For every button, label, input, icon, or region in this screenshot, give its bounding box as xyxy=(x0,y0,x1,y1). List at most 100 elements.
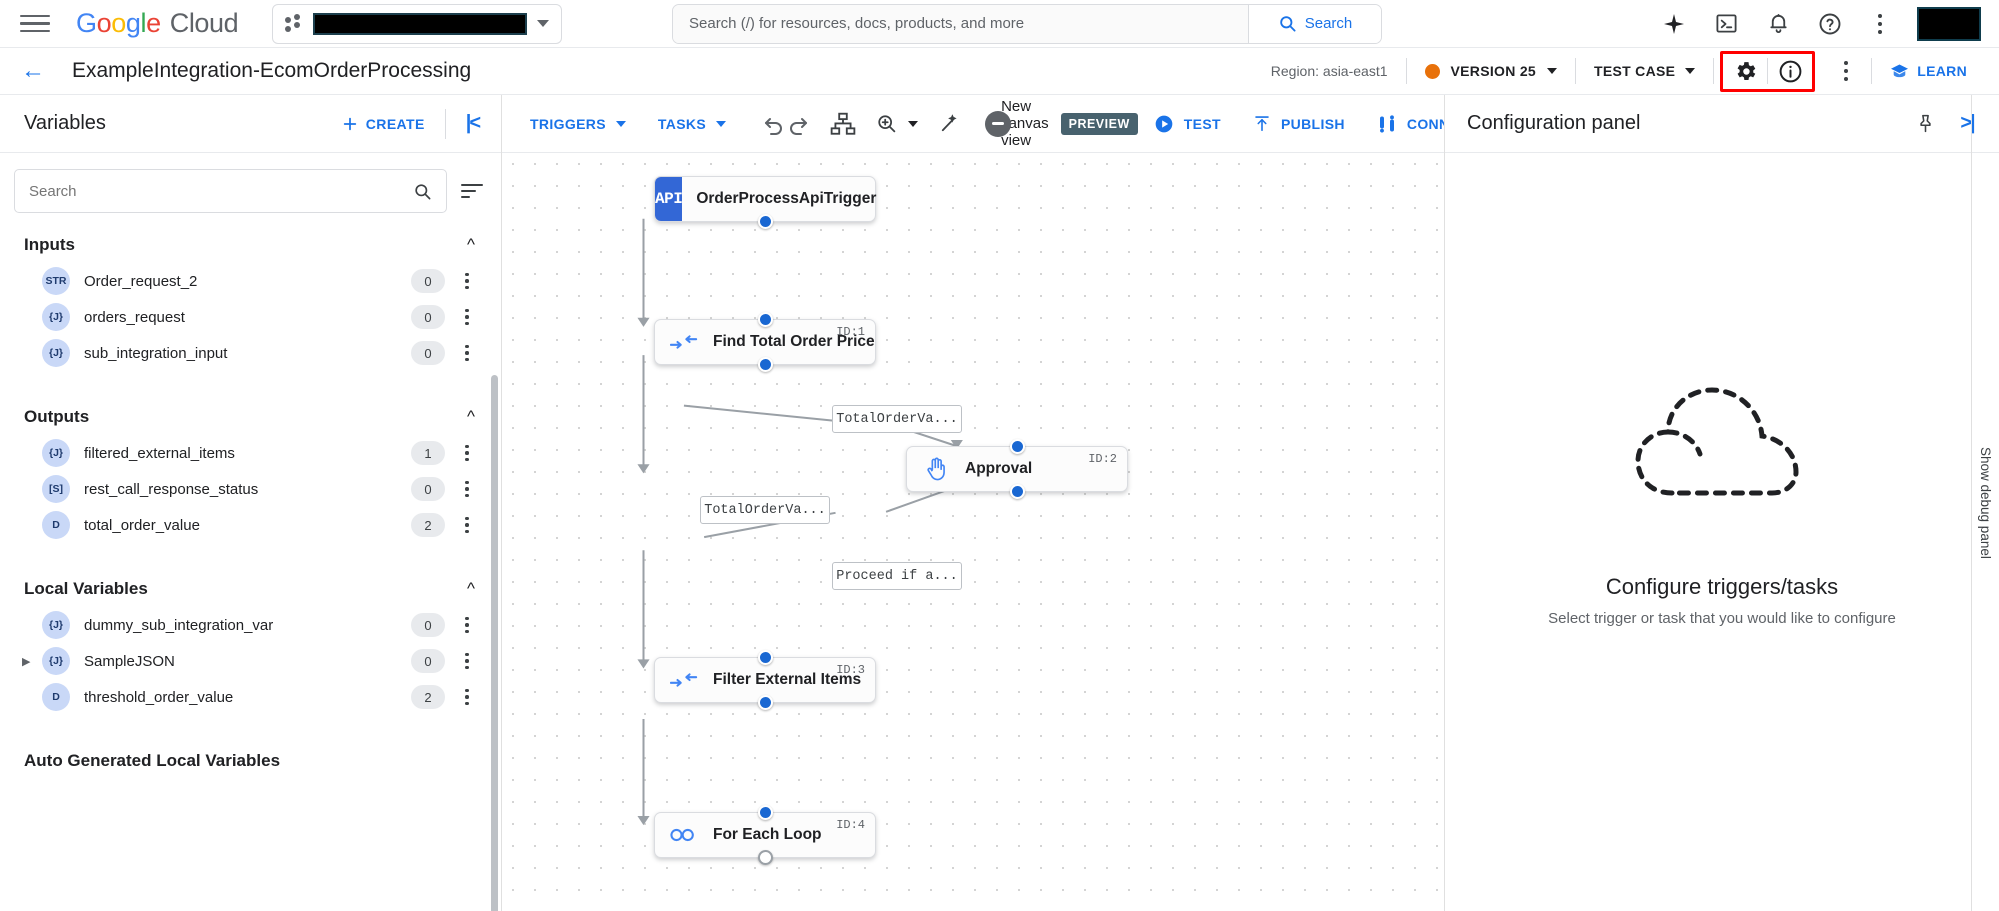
variable-count-badge: 0 xyxy=(411,269,445,293)
test-button[interactable]: TEST xyxy=(1138,114,1237,134)
cloud-shell-icon[interactable] xyxy=(1713,11,1739,37)
show-debug-panel-label[interactable]: Show debug panel xyxy=(1978,447,1993,559)
variable-more-options-kebab-icon[interactable] xyxy=(457,684,477,710)
triggers-menu-button[interactable]: TRIGGERS xyxy=(514,116,642,132)
show-debug-panel-rail[interactable]: Show debug panel xyxy=(1971,95,1999,911)
list-item[interactable]: D total_order_value 2 xyxy=(0,507,501,543)
node-label: OrderProcessApiTrigger xyxy=(696,190,877,207)
info-circle-icon[interactable] xyxy=(1768,54,1812,89)
spacer xyxy=(0,371,501,397)
variable-more-options-kebab-icon[interactable] xyxy=(457,476,477,502)
sort-filter-icon[interactable] xyxy=(461,178,487,204)
more-options-kebab-icon[interactable] xyxy=(1869,11,1891,37)
node-approval[interactable]: ID:2 Approval xyxy=(906,439,1128,499)
learn-button[interactable]: LEARN xyxy=(1872,63,1983,80)
variable-name: orders_request xyxy=(84,308,185,326)
empty-state-subtitle: Select trigger or task that you would li… xyxy=(1548,609,1896,627)
node-input-port[interactable] xyxy=(758,650,773,665)
variable-more-options-kebab-icon[interactable] xyxy=(457,268,477,294)
variable-name: sub_integration_input xyxy=(84,344,228,362)
variable-name: SampleJSON xyxy=(84,652,175,670)
preview-badge: PREVIEW xyxy=(1060,112,1138,135)
variables-list[interactable]: Inputs ^ STR Order_request_2 0 {J} order… xyxy=(0,225,501,911)
gear-icon[interactable] xyxy=(1723,54,1767,89)
list-item[interactable]: [S] rest_call_response_status 0 xyxy=(0,471,501,507)
back-button[interactable]: ← xyxy=(21,57,45,84)
variable-name: threshold_order_value xyxy=(84,688,234,706)
configuration-panel-empty-state: Configure triggers/tasks Select trigger … xyxy=(1445,153,1999,911)
node-label: For Each Loop xyxy=(713,826,822,843)
list-item[interactable]: D threshold_order_value 2 xyxy=(0,679,501,715)
expand-variable-triangle-icon[interactable]: ▶ xyxy=(22,655,31,668)
tasks-label: TASKS xyxy=(657,115,707,132)
redo-icon[interactable] xyxy=(786,105,810,143)
pin-icon[interactable] xyxy=(1905,113,1945,134)
magic-wand-icon[interactable] xyxy=(938,105,961,143)
zoom-icon[interactable] xyxy=(876,105,919,143)
node-input-port[interactable] xyxy=(758,805,773,820)
test-case-selector[interactable]: TEST CASE xyxy=(1576,63,1713,79)
learn-label: LEARN xyxy=(1917,63,1967,79)
google-cloud-logo[interactable]: Google Cloud xyxy=(76,8,239,38)
variable-count-badge: 0 xyxy=(411,649,445,673)
search-input[interactable]: Search (/) for resources, docs, products… xyxy=(673,4,1248,43)
variable-more-options-kebab-icon[interactable] xyxy=(457,512,477,538)
version-selector[interactable]: VERSION 25 xyxy=(1407,63,1575,79)
variables-section-header-auto-generated[interactable]: Auto Generated Local Variables xyxy=(0,741,501,779)
publish-button[interactable]: PUBLISH xyxy=(1237,114,1361,133)
node-output-port[interactable] xyxy=(758,214,773,229)
undo-icon[interactable] xyxy=(762,105,786,143)
auto-layout-icon[interactable] xyxy=(830,105,856,143)
hamburger-menu-icon[interactable] xyxy=(20,9,50,39)
variable-more-options-kebab-icon[interactable] xyxy=(457,340,477,366)
list-item[interactable]: {J} sub_integration_input 0 xyxy=(0,335,501,371)
tasks-menu-button[interactable]: TASKS xyxy=(642,116,742,132)
flow-canvas[interactable]: API OrderProcessApiTrigger ID:1 Find Tot… xyxy=(502,153,1444,911)
list-item[interactable]: {J} dummy_sub_integration_var 0 xyxy=(0,607,501,643)
create-variable-button[interactable]: CREATE xyxy=(342,116,425,132)
variable-type-badge: [S] xyxy=(42,475,70,503)
variable-more-options-kebab-icon[interactable] xyxy=(457,648,477,674)
variables-section-header-local[interactable]: Local Variables ^ xyxy=(0,569,501,607)
chevron-up-icon[interactable]: ^ xyxy=(467,407,475,426)
node-for-each-loop[interactable]: ID:4 For Each Loop xyxy=(654,805,876,865)
node-output-port[interactable] xyxy=(1010,484,1025,499)
variable-type-badge: {J} xyxy=(42,439,70,467)
search-button[interactable]: Search xyxy=(1248,4,1381,43)
search-input[interactable] xyxy=(29,182,413,200)
variable-more-options-kebab-icon[interactable] xyxy=(457,304,477,330)
project-selector[interactable] xyxy=(272,3,563,44)
list-item[interactable]: STR Order_request_2 0 xyxy=(0,263,501,299)
account-avatar[interactable] xyxy=(1917,6,1981,41)
variable-type-badge: {J} xyxy=(42,339,70,367)
logo-cloud-text: Cloud xyxy=(169,8,239,38)
list-item[interactable]: ▶ {J} SampleJSON 0 xyxy=(0,643,501,679)
notifications-bell-icon[interactable] xyxy=(1765,11,1791,37)
node-output-port[interactable] xyxy=(758,695,773,710)
configuration-panel: Configuration panel >| Configure trigger… xyxy=(1444,95,1999,911)
collapse-variables-panel-icon[interactable]: |< xyxy=(465,112,481,134)
variables-search-box[interactable] xyxy=(14,169,447,213)
variable-more-options-kebab-icon[interactable] xyxy=(457,612,477,638)
node-find-total-order-price[interactable]: ID:1 Find Total Order Price xyxy=(654,312,876,372)
variables-section-header-inputs[interactable]: Inputs ^ xyxy=(0,225,501,263)
variables-scrollbar[interactable] xyxy=(491,375,498,911)
node-output-port[interactable] xyxy=(758,357,773,372)
gemini-sparkle-icon[interactable] xyxy=(1661,11,1687,37)
node-order-process-api-trigger[interactable]: API OrderProcessApiTrigger xyxy=(654,176,877,229)
node-input-port[interactable] xyxy=(1010,439,1025,454)
chevron-down-icon xyxy=(1547,68,1557,74)
chevron-up-icon[interactable]: ^ xyxy=(467,579,475,598)
variables-section-header-outputs[interactable]: Outputs ^ xyxy=(0,397,501,435)
node-loop-output-port[interactable] xyxy=(758,850,773,865)
node-input-port[interactable] xyxy=(758,312,773,327)
help-question-icon[interactable] xyxy=(1817,11,1843,37)
list-item[interactable]: {J} orders_request 0 xyxy=(0,299,501,335)
page-more-options-kebab-icon[interactable] xyxy=(1835,58,1857,84)
variable-more-options-kebab-icon[interactable] xyxy=(457,440,477,466)
chevron-up-icon[interactable]: ^ xyxy=(467,235,475,254)
global-search[interactable]: Search (/) for resources, docs, products… xyxy=(672,3,1382,44)
list-item[interactable]: {J} filtered_external_items 1 xyxy=(0,435,501,471)
node-filter-external-items[interactable]: ID:3 Filter External Items xyxy=(654,650,876,710)
divider xyxy=(1713,58,1715,84)
